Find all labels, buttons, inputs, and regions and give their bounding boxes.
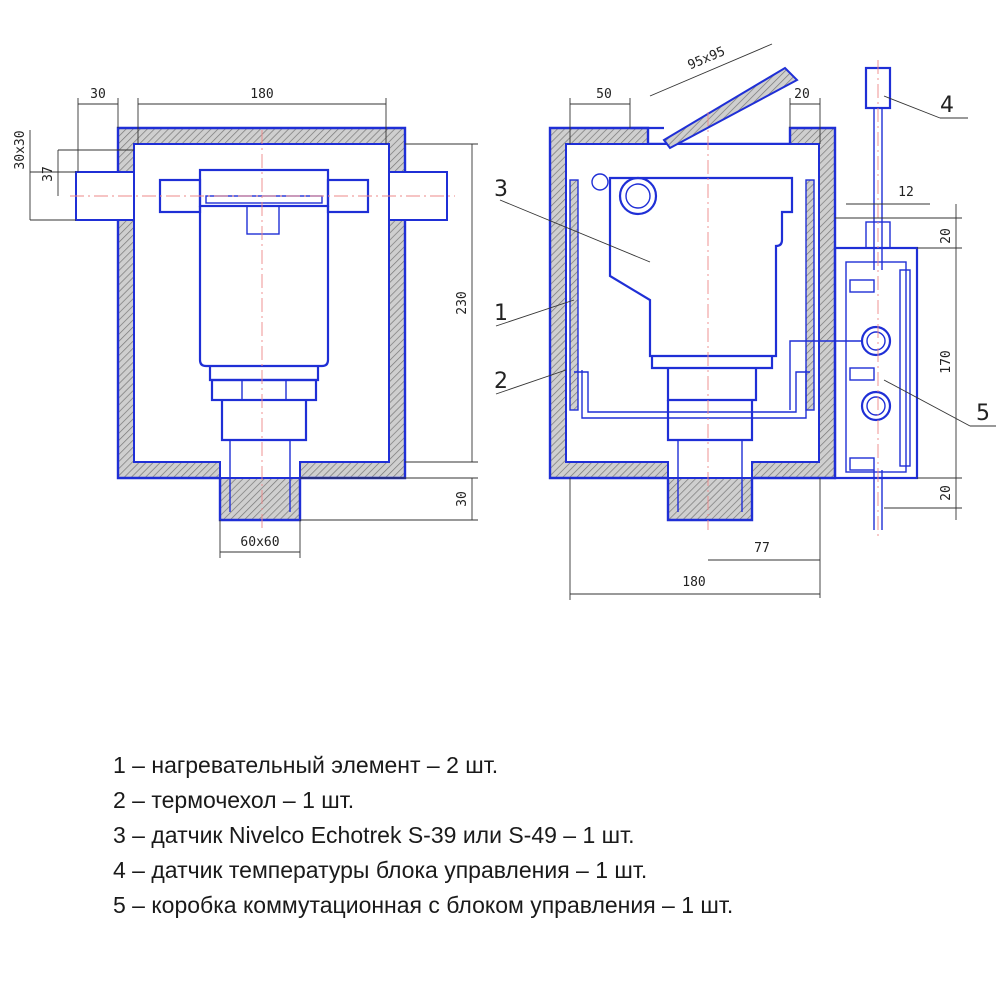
side-lid (662, 66, 799, 150)
dim-left-pipe-size: 30x30 (13, 130, 28, 169)
callout-4: 4 (940, 93, 954, 118)
side-thermal-cover (581, 370, 807, 419)
front-view: 30 180 30x30 37 230 30 60x60 (13, 87, 478, 558)
dim-right-top: 20 (939, 228, 954, 244)
legend-item: 1 – нагревательный элемент – 2 шт. (113, 752, 499, 778)
side-sensor-gland (618, 176, 658, 216)
side-heating-element-right (805, 179, 815, 411)
dim-right-box-width: 12 (898, 185, 914, 200)
legend-item: 2 – термочехол – 1 шт. (113, 787, 355, 813)
side-inner-cavity (565, 143, 820, 479)
dim-left-height: 230 (455, 291, 470, 314)
side-view: 50 95x95 20 12 20 170 20 77 180 3 1 2 4 … (494, 43, 996, 600)
front-sensor-stem (220, 400, 308, 442)
dim-right-offset-left: 50 (596, 87, 612, 102)
dim-left-bottom-height: 30 (455, 491, 470, 507)
legend-item: 4 – датчик температуры блока управления … (113, 857, 648, 883)
side-box-gland-top (860, 325, 892, 357)
front-sensor-nut (210, 378, 318, 402)
dim-left-pipe-height: 37 (41, 166, 56, 182)
dim-left-bottom-pipe: 60x60 (240, 535, 279, 550)
front-sensor-body (198, 206, 330, 368)
side-heating-element-left (569, 179, 579, 411)
legend-item: 3 – датчик Nivelco Echotrek S-39 или S-4… (113, 822, 635, 848)
parts-legend: 1 – нагревательный элемент – 2 шт. 2 – т… (113, 748, 733, 923)
dim-right-offset-right: 20 (794, 87, 810, 102)
dim-right-width: 180 (682, 575, 705, 590)
dim-left-width: 180 (250, 87, 273, 102)
callout-5: 5 (976, 401, 990, 426)
front-inner-cavity (133, 143, 390, 479)
dim-right-pipe-offset: 77 (754, 541, 770, 556)
dim-right-lid: 95x95 (686, 44, 728, 73)
legend-item: 5 – коробка коммутационная с блоком упра… (113, 892, 734, 918)
callout-3: 3 (494, 177, 508, 202)
side-junction-box (833, 246, 919, 480)
callout-1: 1 (494, 301, 508, 326)
dim-left-offset: 30 (90, 87, 106, 102)
side-box-gland-bottom (860, 390, 892, 422)
dim-right-box-height: 170 (939, 350, 954, 373)
callout-2: 2 (494, 369, 508, 394)
dim-right-bottom: 20 (939, 485, 954, 501)
front-sensor-tab (246, 205, 280, 235)
side-sensor-body (608, 176, 794, 358)
